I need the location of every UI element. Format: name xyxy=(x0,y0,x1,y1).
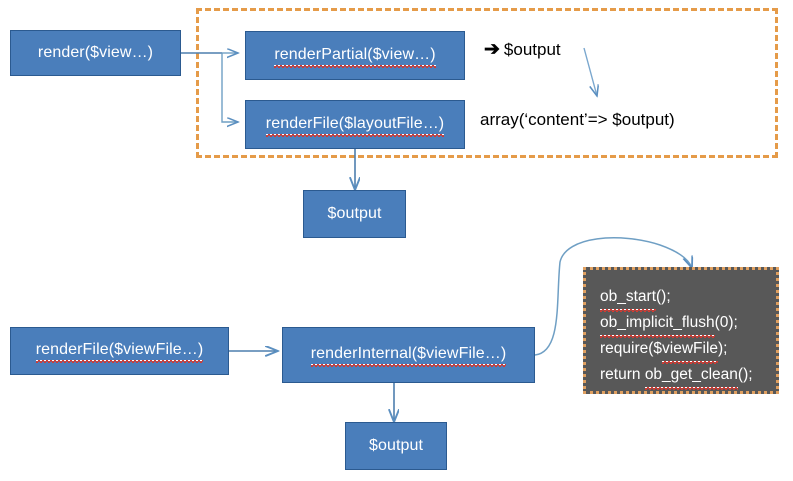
annotation-output-result-text: $output xyxy=(503,40,561,59)
node-output-bottom-label: $output xyxy=(368,436,424,454)
node-render-partial[interactable]: renderPartial($view…) xyxy=(245,31,465,80)
code-token-l3-tail: ); xyxy=(718,340,728,357)
code-token-l1-tail: (); xyxy=(656,288,671,305)
code-token-ob-get-clean: ob_get_clean xyxy=(644,362,739,390)
layout-render-region xyxy=(196,8,778,158)
code-token-require: require($ xyxy=(600,340,663,357)
node-render-file-layout-label: renderFile($layoutFile…) xyxy=(265,115,445,137)
annotation-content-array-text: array(‘content’=> $output) xyxy=(480,110,675,129)
node-render-internal-label: renderInternal($viewFile…) xyxy=(310,345,507,367)
node-render[interactable]: render($view…) xyxy=(10,30,181,76)
code-token-ob-implicit-flush: ob_implicit_flush xyxy=(600,310,715,338)
code-line-4: return ob_get_clean(); xyxy=(600,362,776,390)
node-render-file-view-label: renderFile($viewFile…) xyxy=(35,341,204,363)
code-line-3: require($viewFile); xyxy=(600,336,776,364)
node-render-partial-label: renderPartial($view…) xyxy=(274,46,436,68)
node-output-top-label: $output xyxy=(327,204,382,222)
code-block-render-internal-body: ob_start(); ob_implicit_flush(0); requir… xyxy=(583,267,779,394)
node-output-bottom[interactable]: $output xyxy=(345,422,447,470)
code-token-l2-tail: (0); xyxy=(714,314,738,331)
code-token-viewfile-var: viewFile xyxy=(662,336,719,364)
code-line-2: ob_implicit_flush(0); xyxy=(600,310,776,338)
right-arrow-icon: ➔ xyxy=(484,39,500,60)
code-token-return: return xyxy=(600,366,645,383)
annotation-output-result: ➔$output xyxy=(484,38,561,61)
code-token-l4-tail: (); xyxy=(737,366,753,383)
node-render-internal[interactable]: renderInternal($viewFile…) xyxy=(282,327,535,383)
annotation-content-array: array(‘content’=> $output) xyxy=(480,110,675,130)
node-render-file-view[interactable]: renderFile($viewFile…) xyxy=(10,327,229,375)
node-render-label: render($view…) xyxy=(37,43,154,61)
code-line-1: ob_start(); xyxy=(600,284,776,312)
node-render-file-layout[interactable]: renderFile($layoutFile…) xyxy=(245,100,465,149)
node-output-top[interactable]: $output xyxy=(303,190,406,238)
code-token-ob-start: ob_start xyxy=(600,284,657,312)
